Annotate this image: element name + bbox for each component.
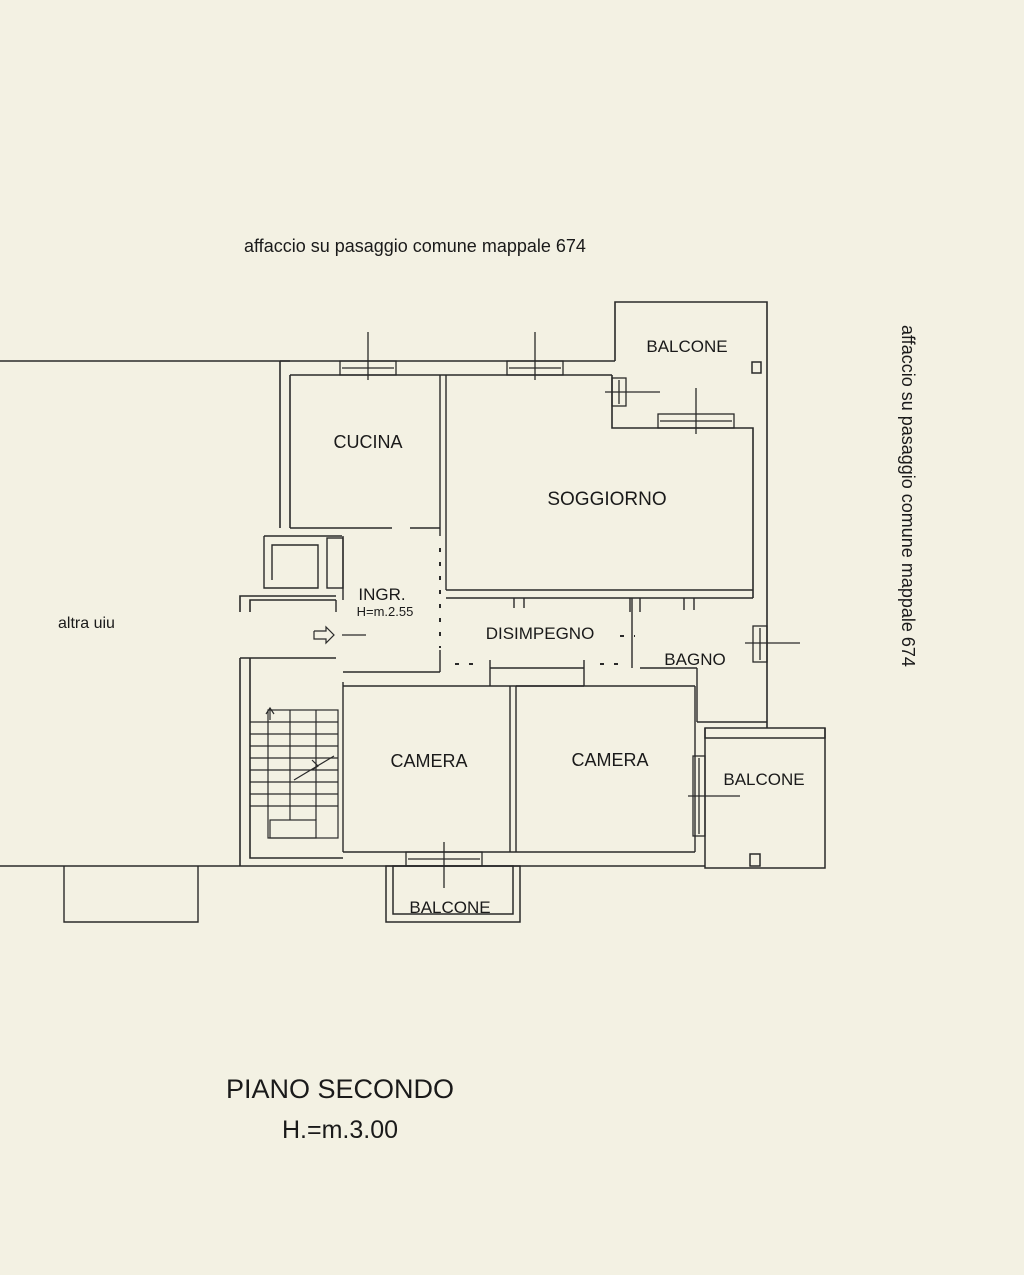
room-balcone-top: BALCONE [646, 337, 727, 356]
annotation-left: altra uiu [58, 615, 115, 632]
window-cucina [339, 332, 397, 380]
room-balcone-bottom: BALCONE [409, 898, 490, 917]
annotation-right: affaccio su pasaggio comune mappale 674 [898, 325, 918, 667]
room-camera-2: CAMERA [571, 750, 648, 770]
annotation-top: affaccio su pasaggio comune mappale 674 [244, 236, 586, 256]
window-balcone-top [657, 388, 735, 434]
plan-height: H.=m.3.00 [282, 1116, 398, 1144]
room-balcone-right: BALCONE [723, 770, 804, 789]
room-ingresso: INGR. [358, 585, 405, 604]
staircase [250, 706, 339, 839]
room-bagno: BAGNO [664, 650, 725, 669]
windows [339, 332, 800, 888]
window-camera-1 [405, 842, 483, 888]
window-soggiorno-notch [605, 377, 660, 407]
window-camera-2 [688, 755, 740, 837]
plan-title: PIANO SECONDO [226, 1074, 454, 1104]
room-soggiorno: SOGGIORNO [547, 489, 666, 510]
room-ingresso-height: H=m.2.55 [357, 604, 414, 619]
door-openings [439, 548, 635, 665]
room-camera-1: CAMERA [390, 751, 467, 771]
room-disimpegno: DISIMPEGNO [486, 624, 595, 643]
room-cucina: CUCINA [333, 432, 402, 452]
window-soggiorno-top [506, 332, 564, 380]
entry-arrow-icon [313, 625, 366, 645]
window-bagno [745, 625, 800, 663]
labels: affaccio su pasaggio comune mappale 674 … [58, 236, 918, 1144]
interior-walls [240, 375, 767, 852]
context-lines [0, 360, 290, 923]
